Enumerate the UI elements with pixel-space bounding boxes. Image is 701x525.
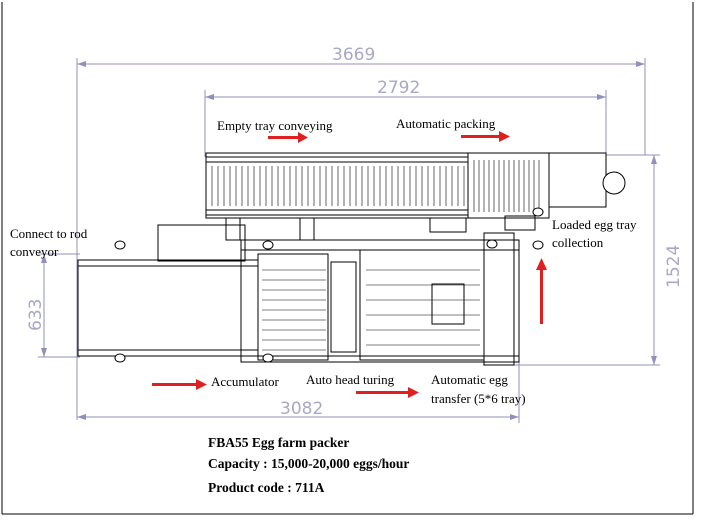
label-empty-tray: Empty tray conveying bbox=[217, 118, 333, 133]
dim-machine-width: 1524 bbox=[664, 245, 684, 288]
product-capacity: Capacity : 15,000-20,000 eggs/hour bbox=[208, 456, 410, 471]
label-egg-transfer-line2: transfer (5*6 tray) bbox=[431, 391, 526, 406]
arrow-accumulator bbox=[152, 379, 207, 390]
dim-frame-length: 3082 bbox=[280, 399, 323, 419]
flow-arrows bbox=[152, 131, 547, 398]
product-title: FBA55 Egg farm packer bbox=[208, 435, 350, 450]
arrow-empty-tray bbox=[268, 132, 308, 143]
dim-packer-length: 2792 bbox=[377, 78, 420, 98]
page-border bbox=[1, 2, 694, 515]
label-accumulator: Accumulator bbox=[211, 374, 280, 389]
dim-conveyor-width: 633 bbox=[26, 299, 46, 331]
label-auto-head: Auto head turing bbox=[306, 372, 395, 387]
rollers bbox=[114, 171, 626, 363]
label-egg-transfer-line1: Automatic egg bbox=[431, 372, 508, 387]
label-auto-packing: Automatic packing bbox=[396, 116, 496, 131]
dim-total-length: 3669 bbox=[332, 45, 375, 65]
label-loaded-tray-line2: collection bbox=[552, 235, 604, 250]
machine-outline bbox=[77, 152, 607, 366]
accumulator-lanes bbox=[262, 269, 480, 351]
arrow-auto-packing bbox=[461, 131, 510, 142]
label-connect-rod-line2: conveyor bbox=[10, 244, 59, 259]
tray-pattern bbox=[211, 160, 540, 212]
arrow-loaded-tray bbox=[536, 258, 547, 324]
dimension-lines bbox=[38, 58, 660, 423]
label-connect-rod-line1: Connect to rod bbox=[10, 226, 88, 241]
arrow-auto-head bbox=[356, 387, 419, 398]
product-code: Product code : 711A bbox=[208, 480, 325, 495]
dimension-arrowheads bbox=[41, 61, 657, 420]
label-loaded-tray-line1: Loaded egg tray bbox=[552, 217, 637, 232]
